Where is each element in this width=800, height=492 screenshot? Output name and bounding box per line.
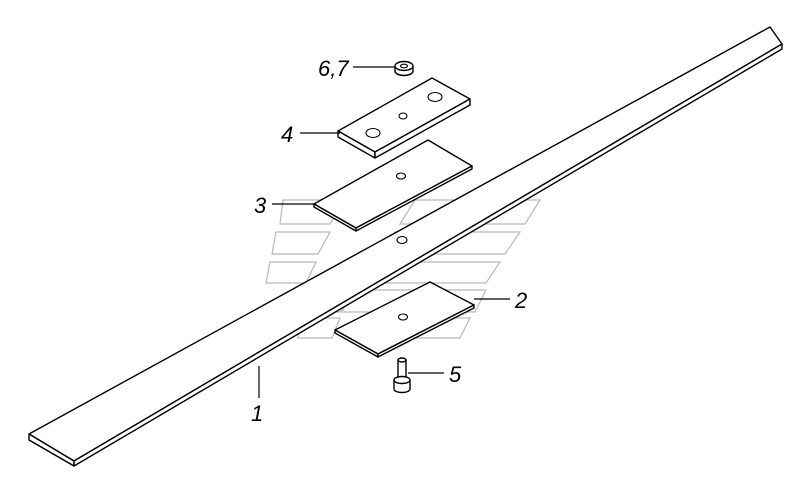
callout-5: 5	[449, 362, 462, 387]
callout-3: 3	[254, 193, 267, 218]
callout-1: 1	[251, 401, 263, 426]
spring-leaf	[28, 26, 783, 467]
leaf-center-hole	[396, 235, 408, 245]
clamp-plate	[337, 77, 471, 159]
callout-labels: 6,7 4 3 2 5 1	[251, 56, 527, 426]
upper-pad-hole	[395, 172, 407, 180]
nut-washer	[394, 60, 414, 77]
plate-left-hole	[365, 127, 381, 139]
plate-center-hole	[398, 112, 408, 120]
leader-lines	[258, 66, 510, 398]
plate-right-hole	[427, 91, 443, 103]
lower-pad-hole	[397, 313, 409, 321]
upper-pad	[313, 139, 473, 232]
callout-2: 2	[514, 288, 527, 313]
callout-6-7: 6,7	[318, 56, 349, 81]
callout-4: 4	[281, 122, 293, 147]
center-bolt	[393, 357, 411, 394]
lower-pad	[334, 281, 475, 358]
